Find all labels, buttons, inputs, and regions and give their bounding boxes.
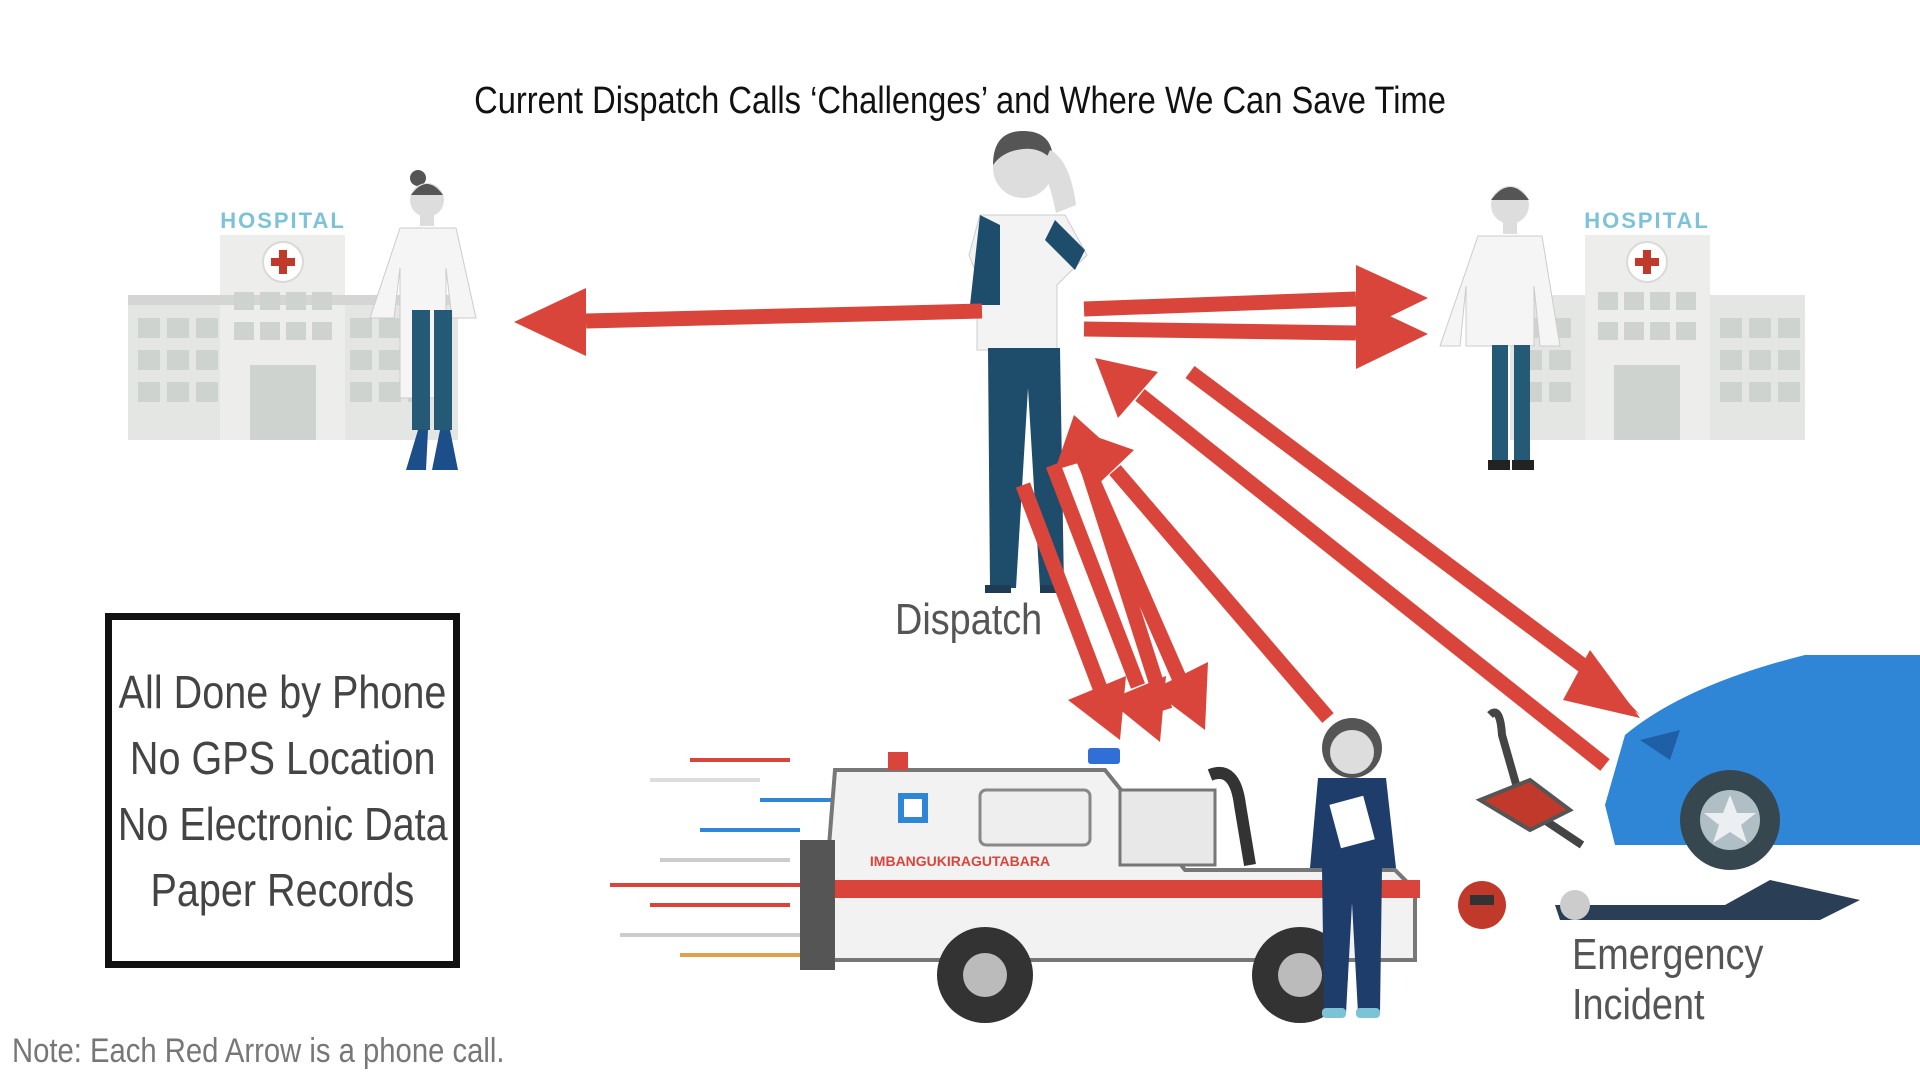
- hospital-right-sign: HOSPITAL: [1584, 208, 1710, 233]
- arrow-dispatch-to-ambulance-3: [1075, 452, 1208, 730]
- doctor-female-icon: [369, 170, 477, 470]
- challenge-item: No GPS Location: [129, 731, 436, 784]
- footnote: Note: Each Red Arrow is a phone call.: [12, 1032, 505, 1070]
- emergency-incident-label: Emergency Incident: [1572, 930, 1764, 1029]
- dispatcher-icon: [968, 131, 1088, 593]
- hospital-left-sign: HOSPITAL: [220, 208, 346, 233]
- dispatch-label: Dispatch: [895, 595, 1043, 644]
- arrow-dispatch-to-ambulance-2: [1045, 462, 1166, 742]
- challenge-item: All Done by Phone: [118, 665, 447, 718]
- phone-call-arrows: [514, 265, 1640, 771]
- challenge-item: No Electronic Data: [117, 797, 448, 850]
- hospital-right: HOSPITAL: [1510, 208, 1805, 440]
- arrow-paramedic-to-dispatch: [1077, 430, 1334, 723]
- arrow-incident-to-dispatch: [1095, 358, 1610, 771]
- doctor-male-icon: [1439, 186, 1561, 470]
- paramedic-icon: [1310, 718, 1396, 1018]
- ambulance-lettering: IMBANGUKIRAGUTABARA: [870, 853, 1050, 869]
- page-title: Current Dispatch Calls ‘Challenges’ and …: [474, 80, 1446, 122]
- arrow-dispatch-to-hospital-left: [514, 288, 983, 356]
- challenges-box: All Done by Phone No GPS Location No Ele…: [105, 613, 460, 968]
- incident-scene-icon: [1458, 655, 1920, 929]
- challenge-item: Paper Records: [150, 863, 415, 916]
- arrow-dispatch-to-hospital-right-2: [1083, 300, 1428, 369]
- ambulance-icon: IMBANGUKIRAGUTABARA: [610, 748, 1420, 1023]
- arrow-dispatch-to-ambulance-1: [1015, 482, 1126, 740]
- arrow-dispatch-to-incident: [1185, 365, 1640, 718]
